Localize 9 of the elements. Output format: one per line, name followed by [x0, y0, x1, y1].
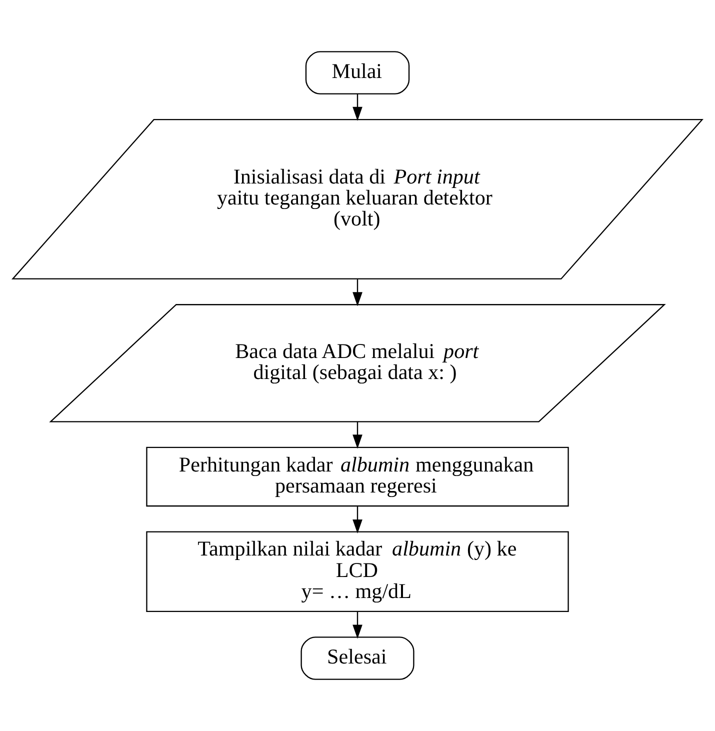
arrow	[352, 506, 362, 534]
arrow	[352, 611, 362, 639]
node-box: Tampilkan nilai kadar albumin (y) ke LCD y= … mg/dL	[146, 531, 569, 612]
node-box: Selesai	[300, 636, 414, 680]
node-box: Perhitungan kadar albumin menggunakan persamaan regeresi	[146, 446, 569, 507]
arrow	[352, 94, 362, 121]
arrow	[352, 279, 362, 306]
arrow	[352, 422, 362, 449]
node-box: Mulai	[305, 51, 410, 94]
